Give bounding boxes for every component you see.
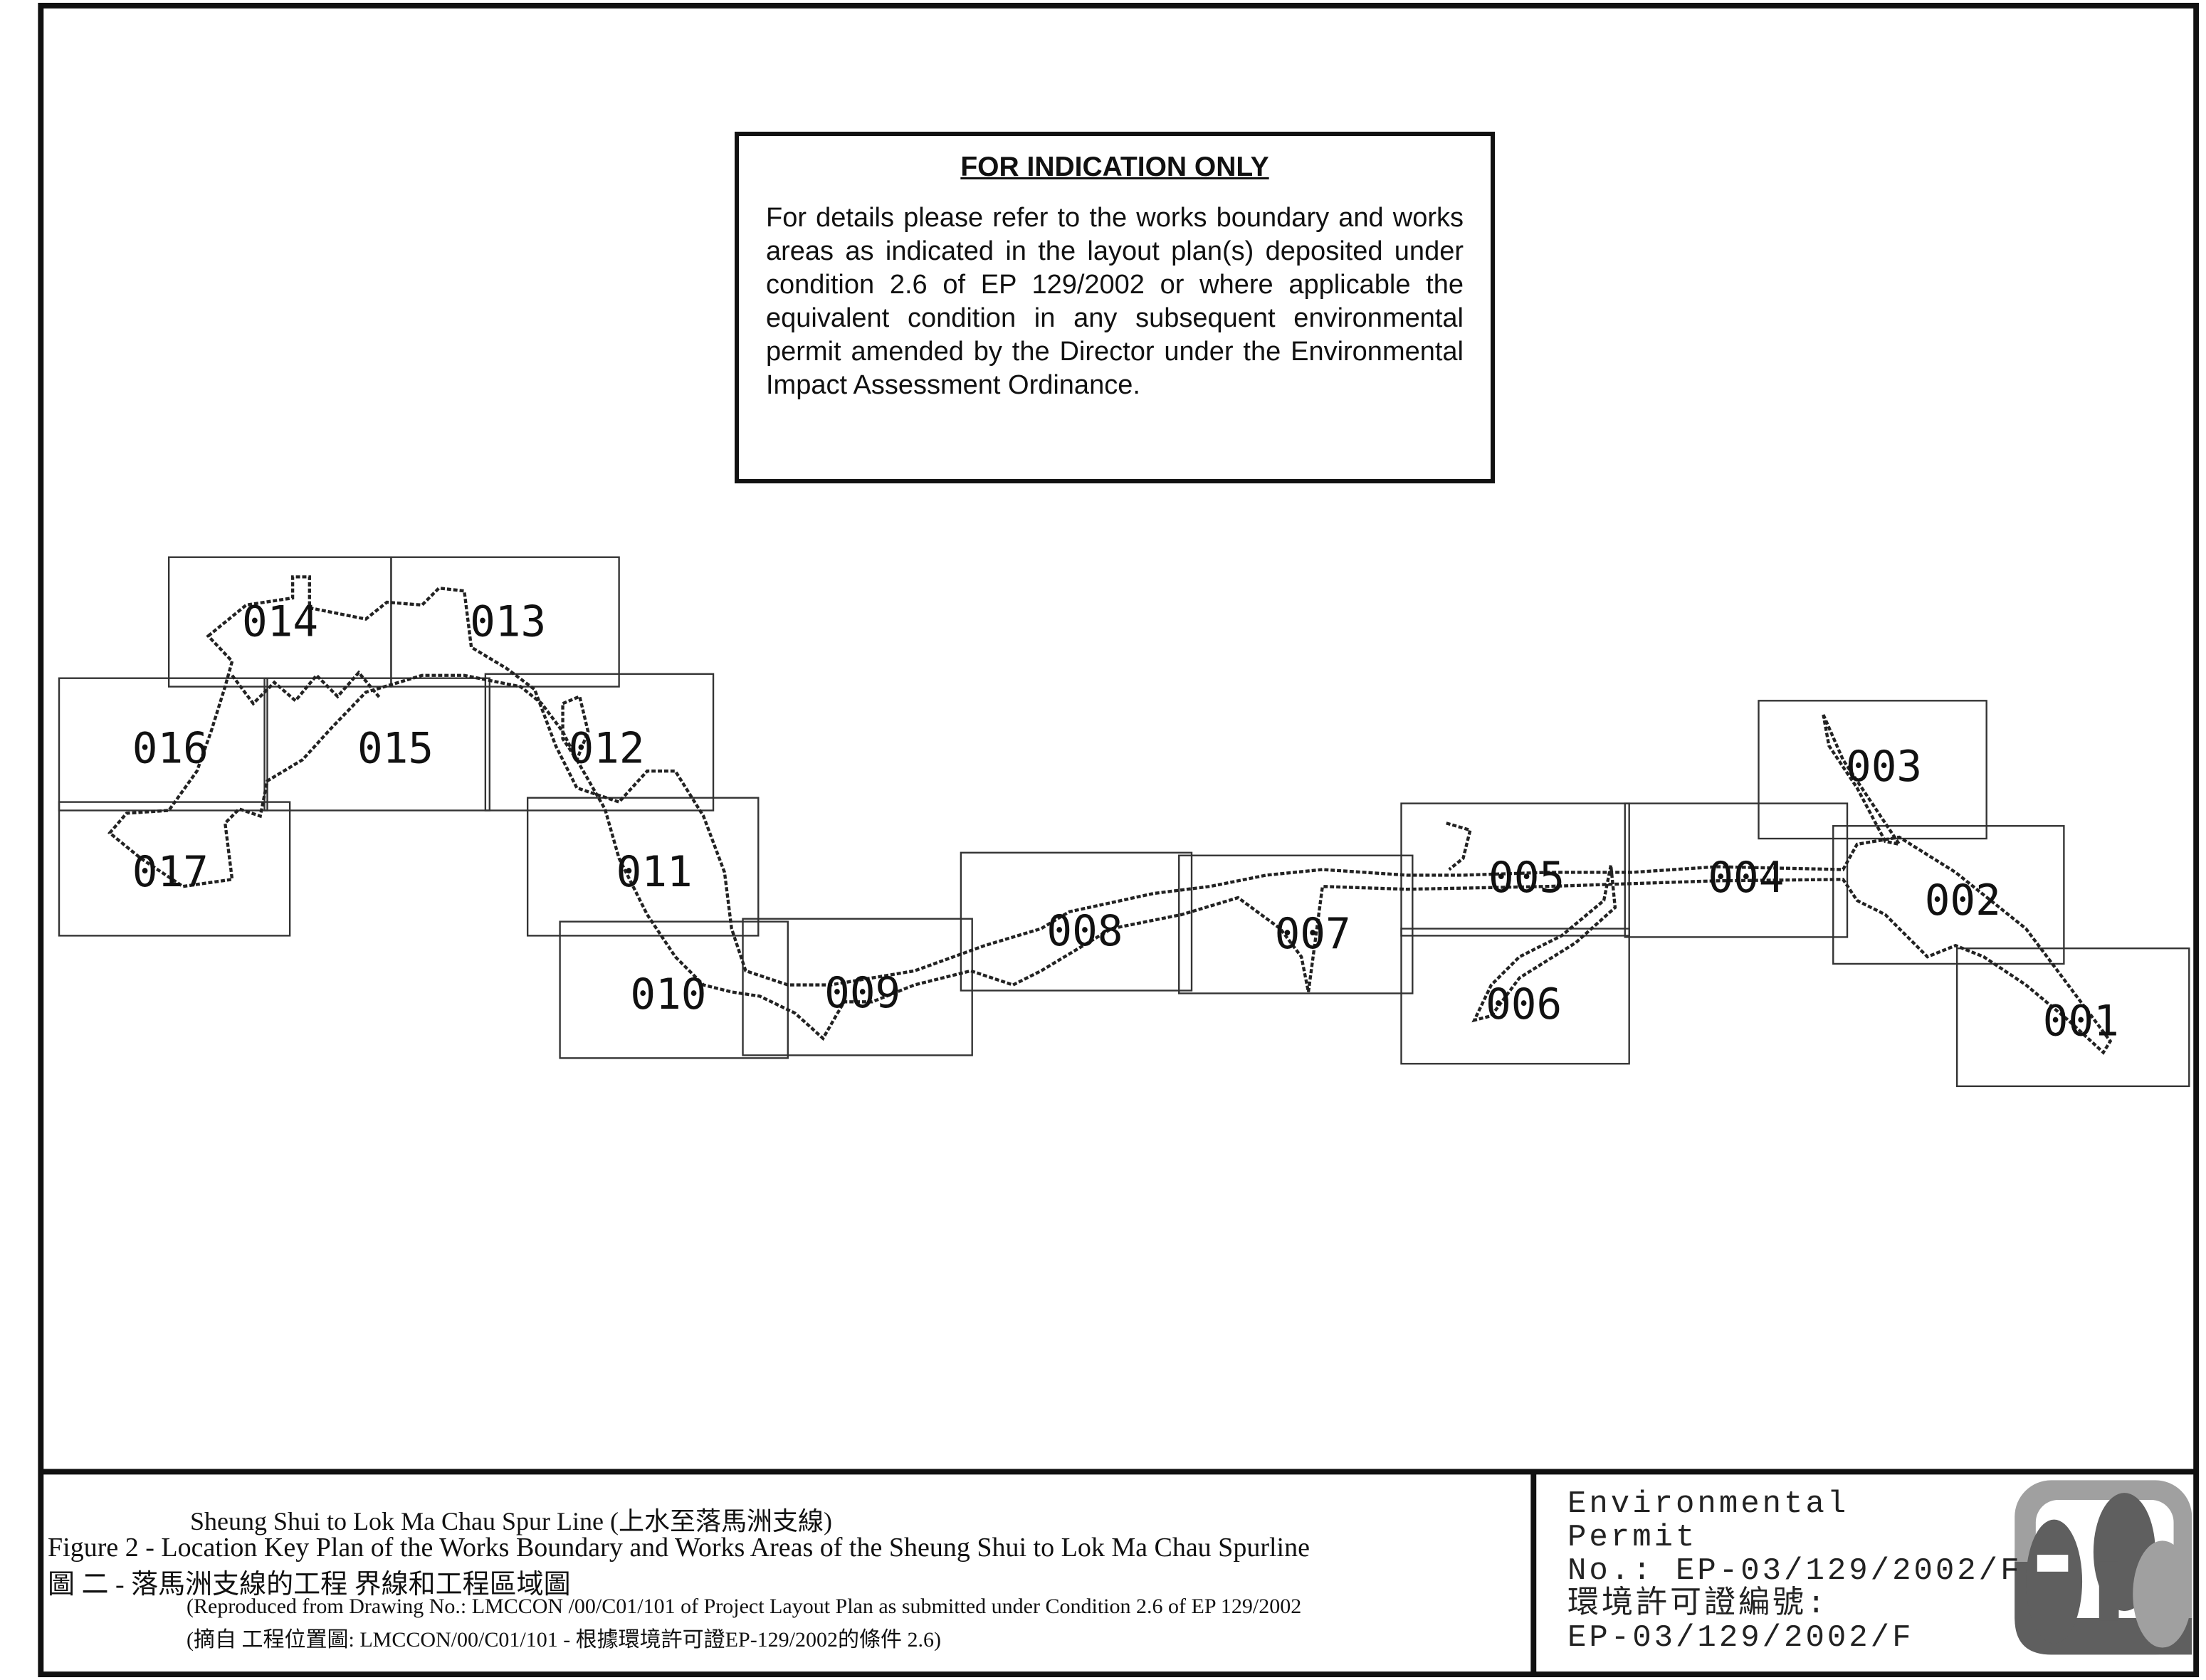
sheet-box-016: [58, 677, 268, 812]
figure-title-zh: 圖 二 - 落馬洲支線的工程 界線和工程區域圖: [48, 1570, 571, 1600]
sheet-box-001: [1955, 947, 2190, 1088]
sheet-label-007: 007: [1275, 909, 1351, 958]
sheet-box-003: [1758, 700, 1987, 840]
title-block: Sheung Shui to Lok Ma Chau Spur Line (上水…: [44, 1475, 1532, 1667]
works-boundary-006: [1471, 865, 1617, 1023]
permit-label-zh: 環境許可證編號:: [1567, 1587, 1829, 1622]
sheet-label-001: 001: [2043, 997, 2119, 1046]
epd-logo: [2015, 1480, 2192, 1655]
sheet-label-013: 013: [470, 597, 546, 646]
works-boundary-zigzag: [231, 670, 382, 706]
sheet-label-010: 010: [630, 970, 706, 1019]
sheet-label-003: 003: [1846, 742, 1922, 791]
notice-heading: FOR INDICATION ONLY: [960, 152, 1269, 182]
sheet-label-015: 015: [357, 723, 434, 772]
notice-body: For details please refer to the works bo…: [766, 203, 1464, 400]
sheet-box-002: [1832, 825, 2065, 965]
sheet-box-005: [1400, 802, 1630, 937]
sheet-box-006: [1400, 928, 1630, 1065]
sheet-box-011: [526, 797, 760, 937]
works-boundary-005-spur: [1446, 821, 1472, 871]
sheet-label-004: 004: [1708, 853, 1784, 902]
indication-notice: FOR INDICATION ONLY For details please r…: [735, 132, 1495, 483]
sheet-label-005: 005: [1488, 853, 1565, 902]
sheet-box-012: [484, 673, 715, 812]
sheet-box-010: [559, 920, 789, 1059]
sheet-label-011: 011: [616, 847, 693, 896]
sheet-box-008: [960, 851, 1193, 992]
sheet-box-007: [1178, 854, 1414, 994]
sheet-label-008: 008: [1046, 906, 1123, 955]
sheet-box-004: [1624, 802, 1849, 938]
source-note-en: (Reproduced from Drawing No.: LMCCON /00…: [187, 1595, 1302, 1618]
project-title: Sheung Shui to Lok Ma Chau Spur Line (上水…: [190, 1507, 832, 1535]
source-note-zh: (摘自 工程位置圖: LMCCON/00/C01/101 - 根據環境許可證EP…: [187, 1628, 942, 1652]
sheet-label-002: 002: [1925, 876, 2001, 925]
sheet-label-006: 006: [1486, 980, 1562, 1029]
works-boundary-west: [107, 575, 2113, 1055]
sheet-label-012: 012: [568, 723, 644, 772]
sheet-label-016: 016: [132, 723, 209, 772]
works-boundary-012-loop: [561, 694, 590, 763]
sheet-label-014: 014: [242, 597, 318, 646]
works-boundary-003: [1822, 714, 1903, 847]
sheet-box-015: [263, 677, 490, 812]
permit-number-zh: EP-03/129/2002/F: [1567, 1620, 1914, 1656]
sheet-label-017: 017: [132, 847, 209, 896]
permit-number: No.: EP-03/129/2002/F: [1567, 1553, 2022, 1589]
figure-title-en: Figure 2 - Location Key Plan of the Work…: [48, 1533, 1310, 1563]
drawing-border: [38, 2, 2200, 1678]
permit-block: Environmental Permit No.: EP-03/129/2002…: [1567, 1488, 2022, 1655]
sheet-box-013: [390, 556, 620, 688]
sheet-box-009: [742, 918, 973, 1056]
permit-line-2: Permit: [1567, 1520, 1698, 1555]
permit-line-1: Environmental: [1567, 1486, 1849, 1522]
sheet-label-009: 009: [824, 968, 900, 1017]
